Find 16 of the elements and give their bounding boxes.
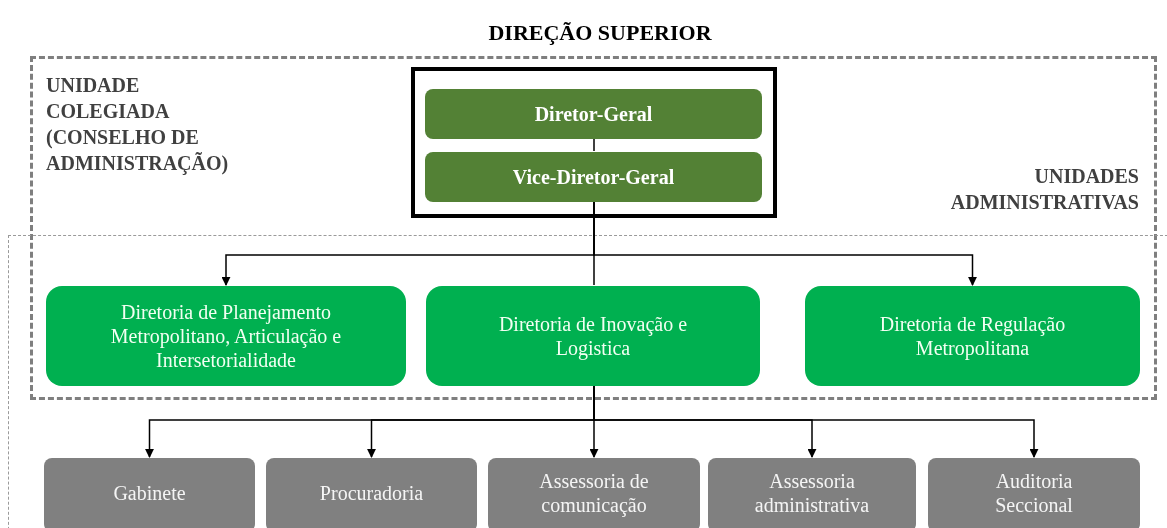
region-heading: UNIDADES ADMINISTRATIVAS [949,164,1139,215]
directorate-box: Diretoria de Regulação Metropolitana [805,286,1140,386]
directorate-box: Diretoria de Planejamento Metropolitano, Articulação e Intersetorialidade [46,286,406,386]
unit-box: Assessoria de comunicação [488,458,700,528]
position-box: Vice-Diretor-Geral [425,152,762,202]
directorate-box: Diretoria de Inovação e Logistica [426,286,760,386]
unit-box: Auditoria Seccional [928,458,1140,528]
unit-box: Procuradoria [266,458,477,528]
group-region [8,235,1167,528]
region-heading: UNIDADE COLEGIADA (CONSELHO DE ADMINISTRAÇÃO) [46,73,230,176]
connector-arrow [593,201,977,286]
unit-box: Gabinete [44,458,255,528]
unit-box: Assessoria administrativa [708,458,916,528]
group-frame [411,67,777,218]
position-box: Diretor-Geral [425,89,762,139]
diagram-title: DIREÇÃO SUPERIOR [487,19,713,47]
